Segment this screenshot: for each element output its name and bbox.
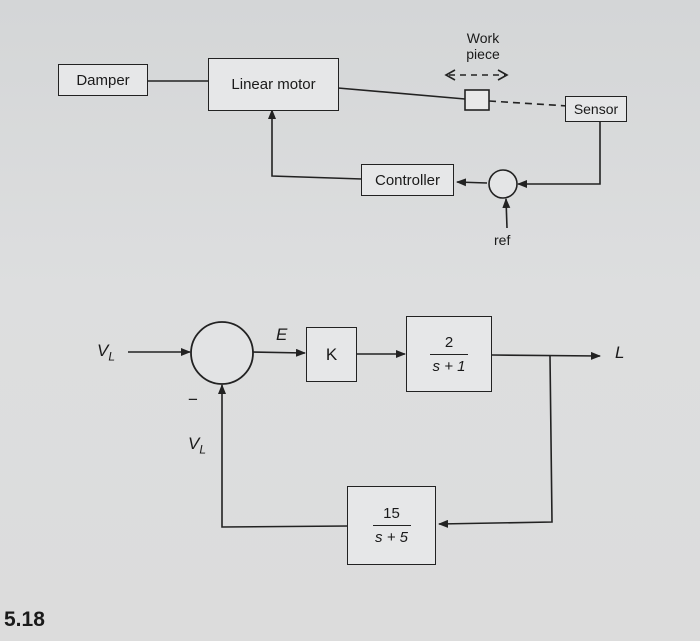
sensor-block: Sensor	[565, 96, 627, 122]
figure-number: 5.18	[4, 608, 45, 631]
work-piece-block	[464, 89, 490, 111]
ref-label: ref	[494, 232, 511, 248]
work-piece-label: Work piece	[458, 30, 508, 62]
plant-block: 2 s + 1	[406, 316, 492, 392]
feedback-subscript: L	[199, 442, 207, 457]
feedback-symbol: V	[188, 434, 200, 453]
linear-motor-block: Linear motor	[208, 58, 339, 111]
error-wire	[252, 348, 306, 357]
plant-numerator: 2	[444, 333, 454, 351]
controller-block: Controller	[361, 164, 454, 196]
damper-block: Damper	[58, 64, 148, 96]
feedback-block: 15 s + 5	[347, 486, 436, 565]
feedback-to-sum-wire	[218, 384, 350, 528]
damper-label: Damper	[76, 71, 130, 89]
linear-motor-label: Linear motor	[231, 76, 316, 93]
controller-label: Controller	[374, 171, 441, 189]
sensor-label: Sensor	[573, 101, 619, 117]
feedback-transfer-function: 15 s + 5	[372, 505, 411, 546]
top-summing-junction	[488, 169, 518, 199]
feedback-denominator: s + 5	[375, 529, 408, 546]
output-wire	[491, 351, 601, 360]
motion-arrow-left	[444, 69, 456, 81]
feedback-numerator: 15	[383, 505, 400, 522]
minus-sign: −	[188, 390, 198, 409]
feedback-signal-label: VL	[188, 434, 207, 457]
workpiece-sensor-dashed	[488, 100, 569, 107]
motion-arrow-right	[497, 69, 509, 81]
gain-k-label: K	[325, 344, 338, 364]
controller-to-motor-wire	[268, 109, 363, 180]
plant-denominator: s + 1	[432, 357, 466, 375]
sum-to-controller-wire	[456, 178, 488, 187]
input-symbol: V	[97, 341, 109, 360]
error-signal-label: E	[276, 325, 288, 344]
work-piece-line1: Work	[466, 30, 500, 46]
work-piece-line2: piece	[466, 46, 500, 62]
input-subscript: L	[108, 349, 116, 364]
output-to-feedback-wire	[438, 355, 553, 528]
output-signal-label: L	[615, 343, 625, 362]
ref-input-wire	[502, 198, 511, 229]
motor-workpiece-link	[337, 87, 466, 100]
input-signal-label: VL	[97, 341, 116, 364]
bottom-summing-junction	[190, 321, 254, 385]
gain-k-block: K	[306, 327, 357, 382]
plant-transfer-function: 2 s + 1	[430, 334, 468, 375]
sensor-feedback-wire	[517, 120, 601, 188]
